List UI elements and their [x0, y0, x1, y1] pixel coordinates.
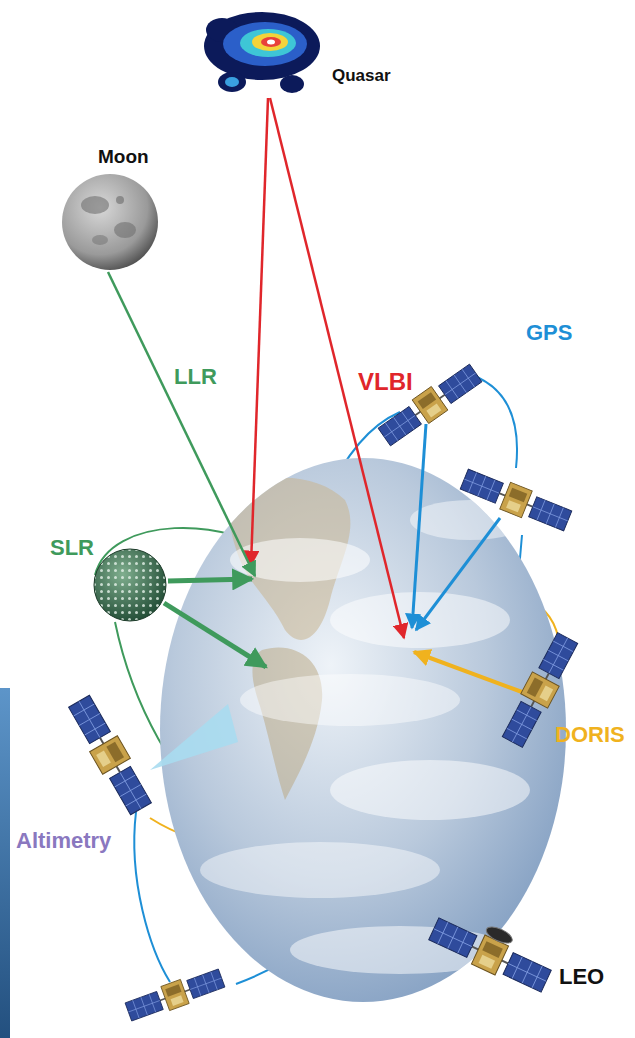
gps-technique-label: GPS [524, 318, 574, 347]
technique-name: DORIS [555, 722, 625, 747]
ocean-strip [0, 688, 10, 1038]
slr-sphere-rim [94, 549, 166, 621]
slr-ray [164, 603, 266, 667]
technique-name: Quasar [332, 66, 391, 86]
quasar-glow [225, 77, 239, 87]
quasar-image [204, 12, 320, 93]
quasar-glow [223, 22, 307, 66]
quasar-core [252, 33, 288, 51]
vlbi-technique-label: VLBI [356, 366, 415, 398]
moon-crater [116, 196, 124, 204]
technique-name: SLR [50, 535, 94, 560]
altimetry-technique-node: Altimetry [14, 826, 114, 856]
cloud [240, 674, 460, 726]
slr-sphere [94, 549, 166, 621]
moon-name-node: Moon [96, 144, 151, 170]
quasar-halo [218, 72, 246, 92]
quasar-name-node: Quasar [330, 64, 393, 88]
moon-image [62, 174, 158, 270]
cloud [330, 760, 530, 820]
gps-ray [412, 424, 426, 628]
technique-name: Moon [98, 146, 149, 168]
earth-surface [200, 478, 530, 974]
moon-disc [62, 174, 158, 270]
moon-crater [114, 222, 136, 238]
gps-satellite [459, 466, 573, 535]
leo-satellite-body [427, 914, 553, 995]
technique-name: LEO [559, 964, 604, 989]
cloud [200, 842, 440, 898]
slr-reflectors [94, 549, 166, 621]
gps-ray [416, 518, 500, 630]
llr-technique-label: LLR [172, 362, 219, 391]
leo-antenna-dish [484, 924, 514, 947]
cloud [330, 592, 510, 648]
doris-technique-node: DORIS [553, 720, 627, 750]
moon-crater [92, 235, 108, 245]
quasar-halo [204, 12, 320, 80]
vlbi-ray [251, 98, 268, 565]
leo-name-node: LEO [557, 962, 607, 992]
gps-orbit [134, 812, 170, 982]
slr-ray [168, 579, 252, 581]
quasar-halo [280, 75, 304, 93]
altimetry-satellite [65, 693, 155, 816]
leo-satellite [427, 903, 558, 995]
technique-name: Altimetry [16, 828, 111, 853]
slr-technique-node: SLR [48, 533, 96, 563]
altimetry-beam [150, 704, 238, 770]
slr-satellite [94, 549, 166, 621]
quasar-glow [240, 29, 296, 57]
moon-crater [81, 196, 109, 214]
gps-satellite [124, 966, 226, 1024]
quasar-core [261, 37, 281, 47]
quasar-core [267, 40, 275, 45]
doris-ray [414, 652, 522, 692]
llr-ray [108, 272, 255, 576]
